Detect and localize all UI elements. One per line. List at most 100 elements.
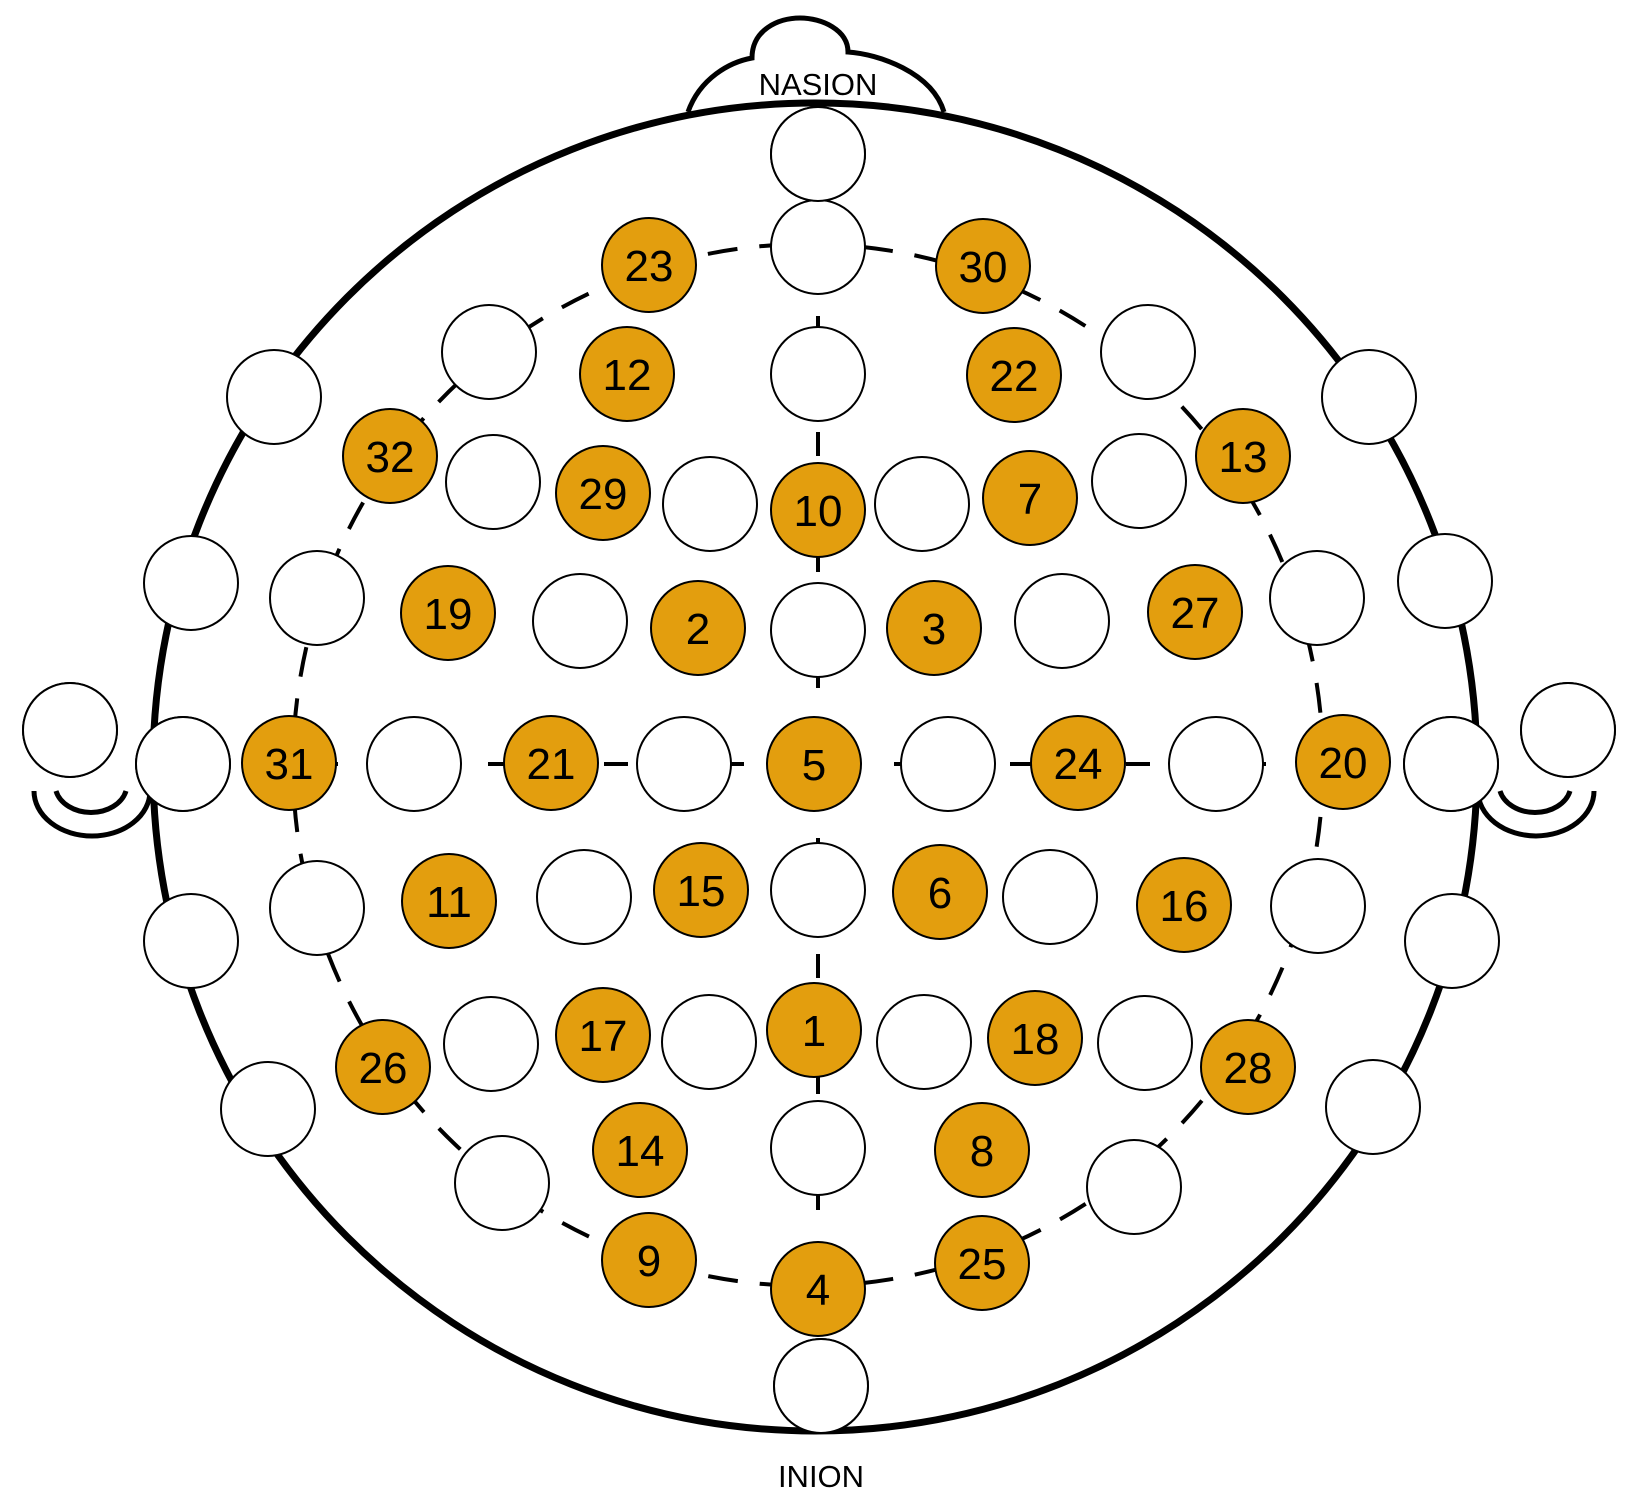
electrode-unused (441, 304, 537, 400)
electrode-9 (601, 1212, 697, 1308)
electrode-1 (766, 982, 862, 1078)
electrode-label-19: 19 (424, 590, 473, 639)
electrode-unused (1397, 533, 1493, 629)
electrode-unused (1100, 304, 1196, 400)
electrode-20 (1295, 714, 1391, 810)
electrode-unused (1168, 716, 1264, 812)
electrode-unused (876, 994, 972, 1090)
electrode-unused (1014, 573, 1110, 669)
electrode-unused (226, 349, 322, 445)
electrode-label-32: 32 (366, 433, 415, 482)
electrode-label-31: 31 (265, 740, 314, 789)
electrode-unused (1097, 995, 1193, 1091)
electrode-unused (1269, 550, 1365, 646)
electrode-unused (443, 996, 539, 1092)
electrode-28 (1200, 1019, 1296, 1115)
electrode-unused (874, 456, 970, 552)
electrode-16 (1136, 857, 1232, 953)
electrode-23 (601, 217, 697, 313)
electrode-18 (987, 990, 1083, 1086)
electrode-label-30: 30 (959, 243, 1008, 292)
electrode-unused (1325, 1059, 1421, 1155)
electrode-27 (1147, 564, 1243, 660)
electrode-unused (22, 682, 118, 778)
electrode-2 (650, 580, 746, 676)
electrode-24 (1030, 715, 1126, 811)
electrode-29 (555, 445, 651, 541)
electrode-unused (1404, 893, 1500, 989)
electrode-unused (143, 535, 239, 631)
electrode-unused (445, 434, 541, 530)
electrode-label-10: 10 (794, 487, 843, 536)
electrode-label-26: 26 (359, 1044, 408, 1093)
electrode-label-3: 3 (922, 605, 946, 654)
electrode-15 (653, 842, 749, 938)
electrode-unused (135, 716, 231, 812)
electrode-unused (536, 849, 632, 945)
electrode-unused (1091, 433, 1187, 529)
electrode-label-9: 9 (637, 1237, 661, 1286)
electrode-label-27: 27 (1171, 589, 1220, 638)
electrode-unused (1086, 1139, 1182, 1235)
electrode-label-20: 20 (1319, 739, 1368, 788)
electrode-unused (269, 550, 365, 646)
electrode-22 (966, 327, 1062, 423)
electrode-19 (400, 565, 496, 661)
electrode-label-15: 15 (677, 867, 726, 916)
electrode-unused (770, 106, 866, 202)
electrode-label-6: 6 (928, 869, 952, 918)
electrode-unused (662, 456, 758, 552)
electrode-unused (454, 1135, 550, 1231)
electrode-unused (1002, 849, 1098, 945)
electrode-unused (770, 582, 866, 678)
inion-label: INION (778, 1459, 864, 1494)
electrode-3 (886, 580, 982, 676)
electrode-label-29: 29 (579, 470, 628, 519)
electrode-31 (241, 715, 337, 811)
electrode-unused (1403, 716, 1499, 812)
electrode-4 (770, 1241, 866, 1337)
electrode-unused (636, 716, 732, 812)
electrode-unused (770, 199, 866, 295)
electrode-label-4: 4 (806, 1266, 830, 1315)
electrode-unused (1270, 858, 1366, 954)
electrode-label-1: 1 (802, 1007, 826, 1056)
electrode-label-28: 28 (1224, 1044, 1273, 1093)
electrode-7 (982, 450, 1078, 546)
electrode-unused (143, 893, 239, 989)
electrode-label-18: 18 (1011, 1015, 1060, 1064)
electrode-label-14: 14 (616, 1127, 665, 1176)
electrode-11 (401, 853, 497, 949)
electrode-label-25: 25 (958, 1240, 1007, 1289)
electrode-5 (766, 716, 862, 812)
electrode-17 (555, 987, 651, 1083)
electrode-label-17: 17 (579, 1012, 628, 1061)
electrode-unused (770, 326, 866, 422)
electrode-label-12: 12 (603, 351, 652, 400)
electrode-13 (1195, 408, 1291, 504)
electrode-12 (579, 326, 675, 422)
electrode-label-24: 24 (1054, 740, 1103, 789)
electrode-32 (342, 408, 438, 504)
left-ear (31, 790, 153, 839)
electrode-6 (892, 844, 988, 940)
electrode-21 (503, 715, 599, 811)
electrode-label-7: 7 (1018, 475, 1042, 524)
electrode-unused (770, 1100, 866, 1196)
electrode-unused (900, 716, 996, 812)
electrode-unused (1321, 349, 1417, 445)
electrode-label-21: 21 (527, 740, 576, 789)
electrode-unused (773, 1338, 869, 1434)
electrode-25 (934, 1215, 1030, 1311)
nose-outline (685, 15, 947, 113)
electrode-8 (934, 1102, 1030, 1198)
electrode-unused (770, 842, 866, 938)
electrode-unused (269, 860, 365, 956)
right-ear (1475, 790, 1597, 839)
electrode-label-5: 5 (802, 741, 826, 790)
electrode-unused (532, 573, 628, 669)
nasion-label: NASION (759, 67, 878, 102)
electrode-unused (220, 1061, 316, 1157)
